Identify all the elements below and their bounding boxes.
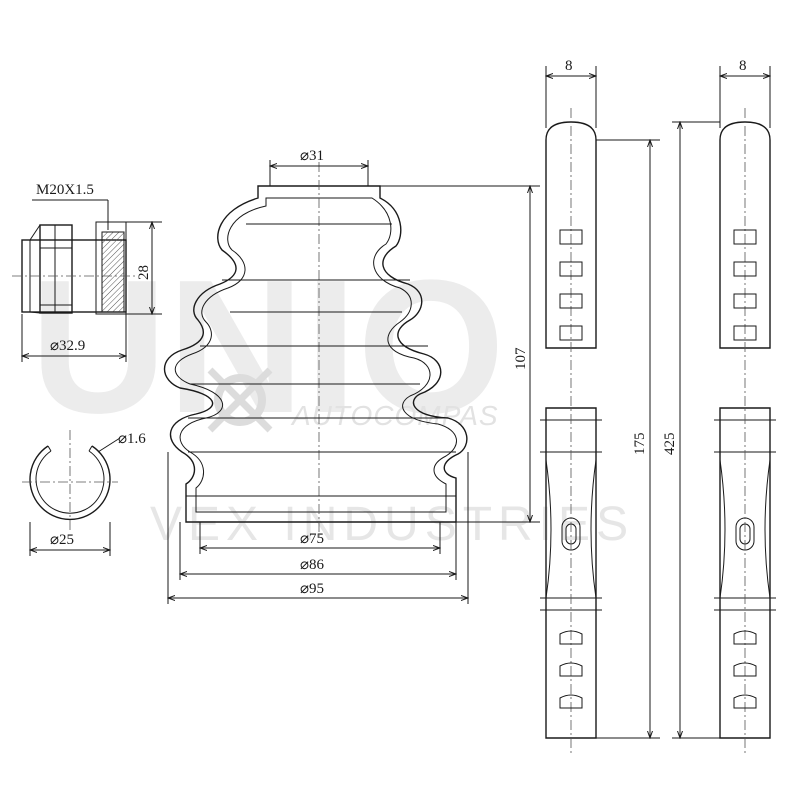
strap-right: 8 425: [662, 58, 776, 756]
watermark-sub: VEX INDUSTRIES: [150, 498, 634, 551]
nut-thread-label: M20X1.5: [36, 182, 94, 198]
strap-left: 8 175: [540, 58, 660, 756]
boot-drawing: ⌀31 107 ⌀75 ⌀86 ⌀95: [164, 148, 540, 604]
strap-right-length-label: 425: [662, 433, 678, 456]
watermark-brand: AUTOCOMPAS: [290, 400, 499, 431]
boot-outer-large-label: ⌀95: [300, 581, 324, 597]
clip-drawing: ⌀1.6 ⌀25: [22, 430, 146, 556]
boot-mid-large-label: ⌀86: [300, 557, 325, 573]
nut-height-label: 28: [136, 265, 152, 280]
strap-left-length-label: 175: [632, 433, 648, 456]
nut-diameter-label: ⌀32.9: [50, 338, 85, 354]
watermark-gear-icon: [207, 367, 273, 433]
nut-drawing: M20X1.5 28 ⌀32.9: [12, 182, 162, 362]
boot-inner-large-label: ⌀75: [300, 531, 324, 547]
boot-height-label: 107: [513, 347, 529, 370]
strap-right-width-label: 8: [739, 58, 747, 74]
strap-left-width-label: 8: [565, 58, 573, 74]
boot-small-end-label: ⌀31: [300, 148, 324, 164]
clip-wire-label: ⌀1.6: [118, 431, 146, 447]
clip-diameter-label: ⌀25: [50, 532, 74, 548]
